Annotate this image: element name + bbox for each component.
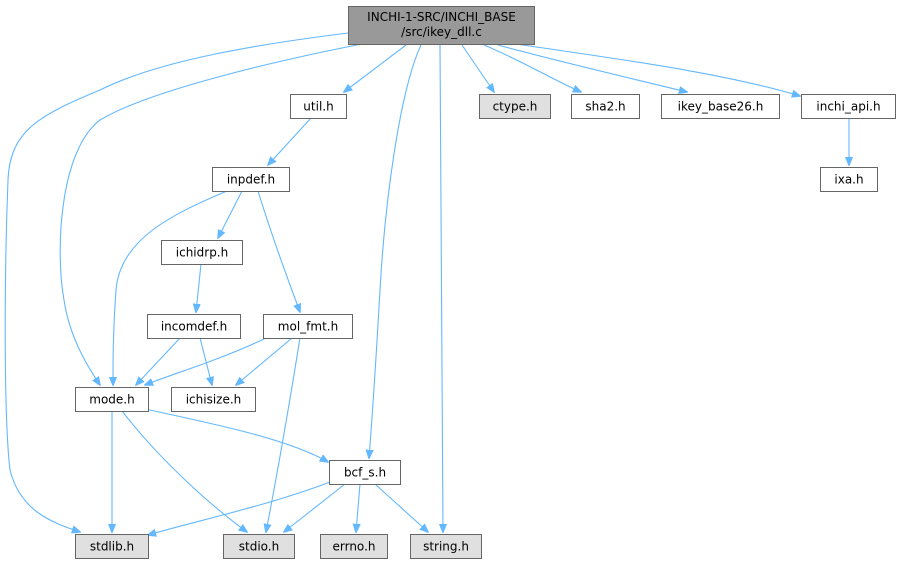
node-ichidrp-box [161, 240, 243, 265]
node-root-box [348, 6, 535, 45]
node-inpdef-box [212, 167, 290, 192]
node-sha2-label: sha2.h [585, 100, 625, 114]
node-ichisize-box [171, 387, 256, 412]
node-stdlib-label: stdlib.h [90, 540, 134, 554]
node-incomdef-label: incomdef.h [161, 320, 227, 334]
edge-root-to-util [344, 44, 407, 92]
node-mol_fmt[interactable]: mol_fmt.h [263, 314, 353, 339]
edge-bcf_s-to-errno [356, 483, 360, 532]
edge-root-to-stdlib [4, 32, 349, 532]
edge-mol_fmt-to-mode [145, 337, 267, 385]
node-stdlib[interactable]: stdlib.h [75, 534, 149, 559]
node-ctype-box [479, 94, 551, 119]
node-root-label-line2: /src/ikey_dll.c [401, 25, 482, 39]
edge-inpdef-to-ichidrp [218, 190, 243, 238]
edge-root-to-sha2 [483, 44, 581, 92]
node-ikey_base26-label: ikey_base26.h [678, 100, 764, 114]
node-ichisize-label: ichisize.h [186, 393, 242, 407]
node-inpdef-label: inpdef.h [227, 173, 275, 187]
node-ikey_base26[interactable]: ikey_base26.h [661, 94, 780, 119]
node-sha2[interactable]: sha2.h [571, 94, 640, 119]
node-ichisize[interactable]: ichisize.h [171, 387, 256, 412]
dependency-nodes: INCHI-1-SRC/INCHI_BASE/src/ikey_dll.cuti… [75, 6, 896, 559]
node-util-label: util.h [303, 100, 333, 114]
edge-incomdef-to-mode [136, 337, 181, 385]
node-string-box [410, 534, 482, 559]
node-ichidrp-label: ichidrp.h [176, 246, 228, 260]
node-sha2-box [571, 94, 640, 119]
node-stdio-label: stdio.h [239, 540, 279, 554]
node-util[interactable]: util.h [290, 94, 347, 119]
node-mode-box [75, 387, 149, 412]
node-string[interactable]: string.h [410, 534, 482, 559]
node-ichidrp[interactable]: ichidrp.h [161, 240, 243, 265]
node-ctype[interactable]: ctype.h [479, 94, 551, 119]
edge-mode-to-bcf_s [144, 408, 328, 462]
edge-root-to-bcf_s [369, 44, 422, 458]
node-ikey_base26-box [661, 94, 780, 119]
node-bcf_s[interactable]: bcf_s.h [329, 460, 401, 485]
node-stdio-box [223, 534, 295, 559]
dependency-edges [4, 32, 849, 535]
edge-util-to-inpdef [268, 117, 312, 165]
node-inpdef[interactable]: inpdef.h [212, 167, 290, 192]
edge-root-to-inchi_api [515, 43, 800, 96]
edge-mol_fmt-to-ichisize [236, 337, 293, 385]
node-incomdef[interactable]: incomdef.h [147, 314, 241, 339]
edge-bcf_s-to-string [374, 483, 428, 532]
node-ixa[interactable]: ixa.h [820, 167, 878, 192]
edge-mol_fmt-to-stdio [266, 337, 301, 532]
edge-root-to-ctype [461, 44, 494, 92]
node-ixa-box [820, 167, 878, 192]
node-incomdef-box [147, 314, 241, 339]
edge-root-to-mode [59, 43, 363, 385]
node-mode[interactable]: mode.h [75, 387, 149, 412]
node-root[interactable]: INCHI-1-SRC/INCHI_BASE/src/ikey_dll.c [348, 6, 535, 45]
node-ctype-label: ctype.h [493, 100, 538, 114]
node-util-box [290, 94, 347, 119]
node-string-label: string.h [423, 540, 469, 554]
node-inchi_api[interactable]: inchi_api.h [801, 94, 896, 119]
node-mode-label: mode.h [89, 393, 134, 407]
node-stdio[interactable]: stdio.h [223, 534, 295, 559]
edge-bcf_s-to-stdio [284, 483, 346, 532]
node-mol_fmt-label: mol_fmt.h [278, 320, 338, 334]
node-inchi_api-label: inchi_api.h [816, 100, 880, 114]
edge-mode-to-stdio [121, 410, 247, 532]
edge-inpdef-to-mol_fmt [257, 190, 300, 312]
node-bcf_s-label: bcf_s.h [344, 466, 386, 480]
node-mol_fmt-box [263, 314, 353, 339]
node-stdlib-box [75, 534, 149, 559]
node-root-label-line1: INCHI-1-SRC/INCHI_BASE [367, 10, 516, 24]
node-errno-box [320, 534, 388, 559]
node-inchi_api-box [801, 94, 896, 119]
node-errno-label: errno.h [333, 540, 376, 554]
edge-incomdef-to-ichisize [199, 337, 212, 385]
edge-root-to-string [440, 44, 443, 532]
edge-inpdef-to-mode [113, 190, 228, 385]
node-ixa-label: ixa.h [834, 173, 863, 187]
node-bcf_s-box [329, 460, 401, 485]
edge-ichidrp-to-incomdef [196, 263, 202, 312]
edge-root-to-ikey_base26 [497, 44, 687, 92]
node-errno[interactable]: errno.h [320, 534, 388, 559]
edge-bcf_s-to-stdlib [148, 481, 331, 535]
